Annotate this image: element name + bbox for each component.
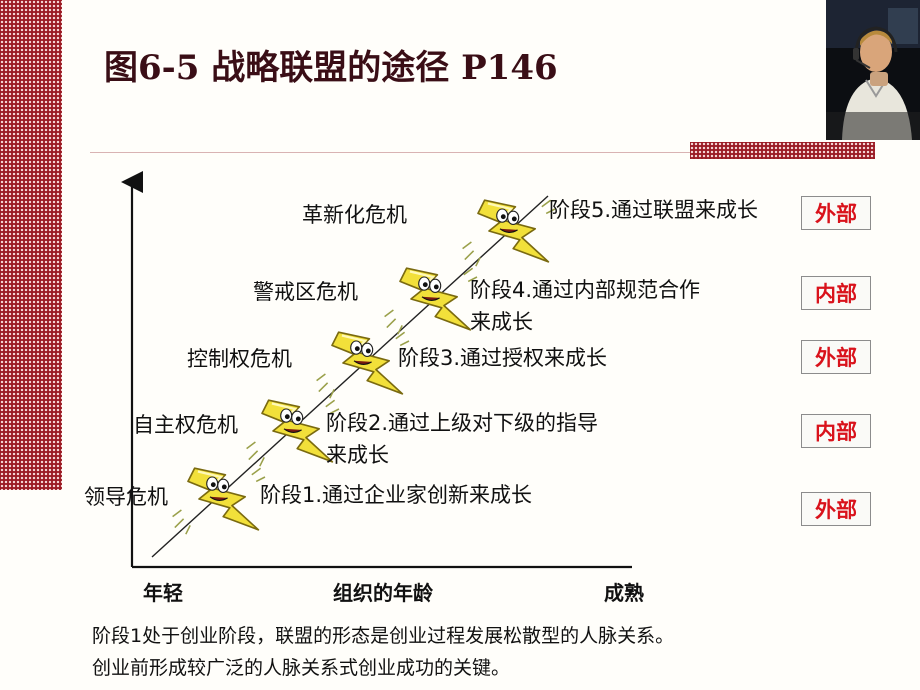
footnote-line-2: 创业前形成较广泛的人脉关系式创业成功的关键。 [92,657,511,679]
crisis-label-1: 领导危机 [84,485,168,509]
stage-3-label: 阶段3.通过授权来成长 [398,342,607,374]
crisis-label-5: 革新化危机 [302,203,407,227]
crisis-label-3: 控制权危机 [187,347,292,371]
badge-stage-2: 内部 [801,414,871,448]
crisis-label-2: 自主权危机 [133,413,238,437]
stage-3-line1: 阶段3.通过授权来成长 [398,346,608,370]
badge-stage-1: 外部 [801,492,871,526]
badge-stage-4: 内部 [801,276,871,310]
decorative-top-band [690,142,875,159]
badge-stage-5: 外部 [801,196,871,230]
footnote-line-1: 阶段1处于创业阶段，联盟的形态是创业过程发展松散型的人脉关系。 [92,625,675,647]
stage-4-line2: 来成长 [470,310,533,334]
title-underline [90,152,690,153]
stage-5-label: 阶段5.通过联盟来成长 [549,194,758,226]
badge-stage-3: 外部 [801,340,871,374]
stage-2-label: 阶段2.通过上级对下级的指导 来成长 [326,407,598,471]
crisis-label-4: 警戒区危机 [253,280,358,304]
axis-label-mature: 成熟 [604,581,644,605]
stage-2-line2: 来成长 [326,443,389,467]
lightning-bolt-icon [171,467,267,536]
stage-4-line1: 阶段4.通过内部规范合作 [470,278,701,302]
lightning-bolt-icon [461,199,557,268]
stage-1-line1: 阶段1.通过企业家创新来成长 [260,483,533,507]
lightning-bolt-icon [383,267,479,336]
axis-label-age: 组织的年龄 [333,581,433,605]
decorative-left-strip [0,0,62,490]
photo-man-with-headset [826,0,920,140]
axis-label-young: 年轻 [143,581,183,605]
stage-5-line1: 阶段5.通过联盟来成长 [549,198,759,222]
stage-4-label: 阶段4.通过内部规范合作 来成长 [470,274,700,338]
lightning-bolt-icon [315,331,411,400]
stage-2-line1: 阶段2.通过上级对下级的指导 [326,411,599,435]
stage-1-label: 阶段1.通过企业家创新来成长 [260,479,532,511]
page-title: 图6-5 战略联盟的途径 P146 [104,48,558,88]
